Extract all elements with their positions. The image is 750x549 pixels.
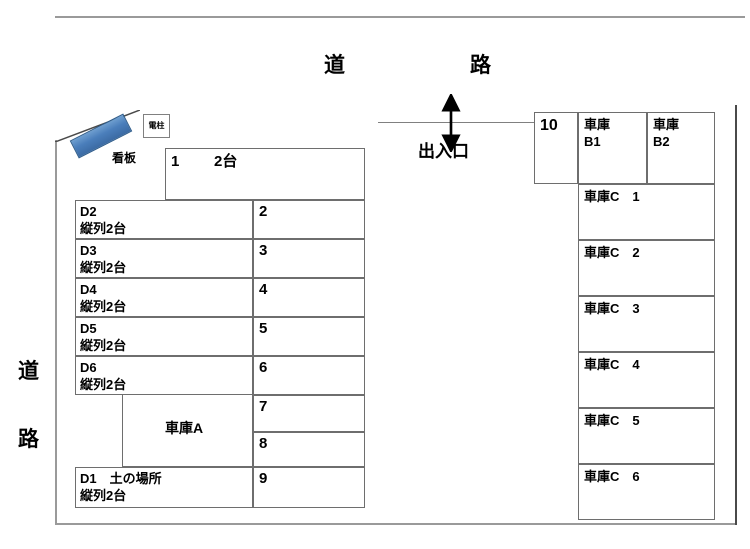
utility-pole-box: 電柱 xyxy=(143,114,170,138)
garage-c4-label: 車庫C 4 xyxy=(584,357,640,372)
top-road-boundary-line xyxy=(55,16,745,18)
stall-name-d1: D1 土の場所 xyxy=(80,471,162,486)
garage-c3-cell: 車庫C 3 xyxy=(578,296,715,352)
garage-c1-label: 車庫C 1 xyxy=(584,189,640,204)
stall-number-8: 8 xyxy=(259,435,268,452)
stall-number-2: 2 xyxy=(259,203,268,220)
garage-c2-label: 車庫C 2 xyxy=(584,245,640,260)
garage-c4-cell: 車庫C 4 xyxy=(578,352,715,408)
stall-name-d2: D2 xyxy=(80,204,97,219)
garage-b1-label-line2: B1 xyxy=(584,134,601,149)
stall-cell-d6: D6 縦列2台 xyxy=(75,356,253,395)
stall-cell-4: 4 xyxy=(253,278,365,317)
stall-note-d2: 縦列2台 xyxy=(80,221,127,236)
entrance-frontage-line xyxy=(378,122,534,123)
stall-number-1: 1 xyxy=(171,153,180,170)
stall-number-10: 10 xyxy=(540,117,558,134)
road-label-left-2: 路 xyxy=(18,428,39,451)
garage-b1-cell: 車庫 B1 xyxy=(578,112,647,184)
signboard-label: 看板 xyxy=(112,151,137,165)
entrance-label: 出入口 xyxy=(418,142,469,161)
stall-number-3: 3 xyxy=(259,242,268,259)
garage-a-label: 車庫A xyxy=(165,420,204,436)
stall-name-d6: D6 xyxy=(80,360,97,375)
stall-cell-6: 6 xyxy=(253,356,365,395)
stall-capacity-1: 2台 xyxy=(214,153,238,170)
garage-c3-label: 車庫C 3 xyxy=(584,301,640,316)
stall-name-d5: D5 xyxy=(80,321,97,336)
property-bottom-boundary-line xyxy=(55,523,735,525)
stall-number-4: 4 xyxy=(259,281,268,298)
garage-c5-label: 車庫C 5 xyxy=(584,413,640,428)
road-label-left-1: 道 xyxy=(18,360,39,383)
garage-a-area: 車庫A xyxy=(122,395,253,467)
garage-c2-cell: 車庫C 2 xyxy=(578,240,715,296)
stall-number-6: 6 xyxy=(259,359,268,376)
stall-name-d4: D4 xyxy=(80,282,97,297)
stall-name-d3: D3 xyxy=(80,243,97,258)
stall-note-d3: 縦列2台 xyxy=(80,260,127,275)
stall-cell-d5: D5 縦列2台 xyxy=(75,317,253,356)
stall-cell-5: 5 xyxy=(253,317,365,356)
stall-number-5: 5 xyxy=(259,320,268,337)
property-left-boundary-line xyxy=(55,140,57,525)
stall-cell-3: 3 xyxy=(253,239,365,278)
garage-c1-cell: 車庫C 1 xyxy=(578,184,715,240)
stall-cell-1: 1 2台 xyxy=(165,148,365,200)
stall-number-7: 7 xyxy=(259,398,268,415)
stall-note-d5: 縦列2台 xyxy=(80,338,127,353)
garage-c6-cell: 車庫C 6 xyxy=(578,464,715,520)
stall-cell-d1: D1 土の場所 縦列2台 xyxy=(75,467,253,508)
stall-note-d4: 縦列2台 xyxy=(80,299,127,314)
garage-c5-cell: 車庫C 5 xyxy=(578,408,715,464)
utility-pole-label: 電柱 xyxy=(148,121,165,130)
stall-cell-10: 10 xyxy=(534,112,578,184)
garage-c6-label: 車庫C 6 xyxy=(584,469,640,484)
road-label-top-left: 道 xyxy=(324,54,345,77)
stall-cell-2: 2 xyxy=(253,200,365,239)
garage-b1-label-line1: 車庫 xyxy=(584,117,611,132)
stall-cell-d3: D3 縦列2台 xyxy=(75,239,253,278)
stall-cell-8: 8 xyxy=(253,432,365,467)
road-label-top-right: 路 xyxy=(470,54,491,77)
stall-note-d1: 縦列2台 xyxy=(80,488,127,503)
garage-b2-label-line2: B2 xyxy=(653,134,670,149)
property-right-boundary-line xyxy=(735,105,737,525)
stall-cell-7: 7 xyxy=(253,395,365,432)
stall-cell-d2: D2 縦列2台 xyxy=(75,200,253,239)
stall-cell-d4: D4 縦列2台 xyxy=(75,278,253,317)
stall-number-9: 9 xyxy=(259,470,268,487)
garage-b2-label-line1: 車庫 xyxy=(653,117,680,132)
stall-cell-9: 9 xyxy=(253,467,365,508)
stall-note-d6: 縦列2台 xyxy=(80,377,127,392)
garage-b2-cell: 車庫 B2 xyxy=(647,112,715,184)
entrance-double-arrow-icon xyxy=(441,94,461,152)
